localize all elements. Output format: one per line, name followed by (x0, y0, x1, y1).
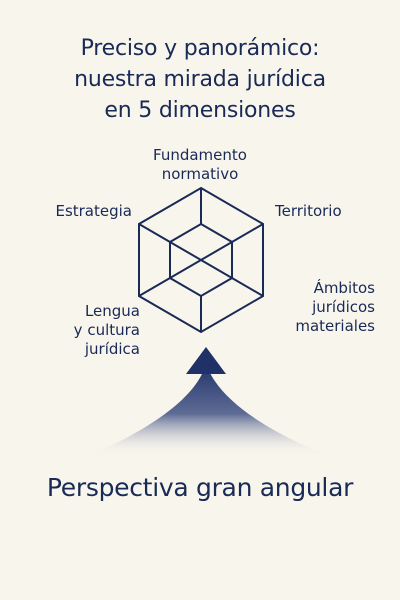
nested-hexagon-icon (138, 186, 264, 334)
dimension-label-line: jurídicos (312, 298, 375, 316)
page-title: Preciso y panorámico: nuestra mirada jur… (0, 33, 400, 126)
dimension-label-line: materiales (295, 317, 375, 335)
dimension-label-line: Estrategia (55, 202, 132, 220)
dimension-label-line: Fundamento (153, 146, 247, 164)
footer-caption: Perspectiva gran angular (46, 473, 354, 502)
hexagon-inner-line (169, 241, 233, 279)
hexagon-spoke (138, 223, 171, 243)
hexagon-spoke (138, 277, 171, 297)
dimension-label-line: normativo (161, 165, 239, 183)
hexagon-spoke (231, 277, 264, 297)
title-line-1: Preciso y panorámico: (80, 36, 320, 61)
dimension-label-line: Territorio (275, 202, 342, 220)
dimension-label-line: Ámbitos (313, 279, 375, 297)
hexagon-spoke (231, 223, 264, 243)
title-line-3: en 5 dimensiones (104, 98, 296, 123)
dimension-estrategia: Estrategia (40, 202, 132, 221)
arrow-head (186, 347, 226, 374)
dimension-lengua-cultura-juridica: Lengua y cultura jurídica (40, 302, 140, 359)
dimension-label-line: jurídica (84, 340, 140, 358)
dimension-label-line: Lengua (84, 302, 140, 320)
dimension-ambitos-juridicos-materiales: Ámbitos jurídicos materiales (255, 279, 375, 336)
dimension-territorio: Territorio (275, 202, 375, 221)
dimension-label-line: y cultura (73, 321, 140, 339)
upward-arrow-icon (88, 347, 330, 456)
arrow-sweep (88, 362, 330, 456)
dimension-fundamento-normativo: Fundamento normativo (120, 146, 280, 184)
title-line-2: nuestra mirada jurídica (74, 67, 326, 92)
